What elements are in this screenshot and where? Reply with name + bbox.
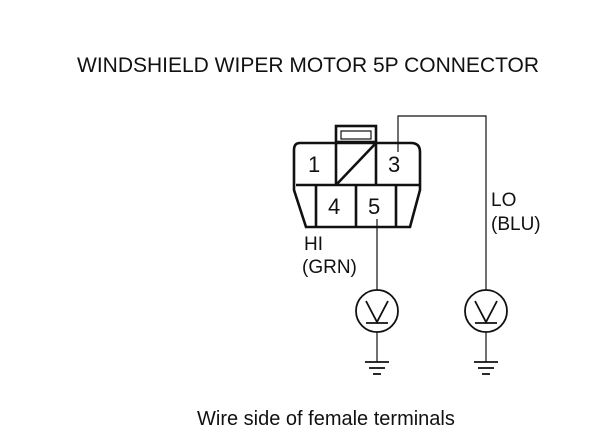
- hi-wire-color: (GRN): [302, 257, 357, 278]
- ground-icon: [474, 361, 498, 375]
- blank-cavity-mark: [335, 142, 377, 186]
- ground-icon: [365, 361, 389, 375]
- voltmeter-icon: [355, 289, 399, 333]
- connector-5p: 1 3 4 5: [292, 124, 422, 229]
- hi-wire-name: HI: [304, 234, 323, 255]
- pin-1-label: 1: [308, 152, 320, 177]
- connector-body: [292, 141, 422, 229]
- pin-5-label: 5: [368, 194, 380, 219]
- connector-lock-tab-inner: [340, 130, 372, 140]
- pin-4-label: 4: [328, 194, 340, 219]
- diagram-caption: Wire side of female terminals: [197, 408, 455, 430]
- connector-lock-tab: [334, 124, 378, 144]
- diagram-title: WINDSHIELD WIPER MOTOR 5P CONNECTOR: [77, 54, 539, 77]
- lo-wire: [397, 115, 487, 290]
- pin-3-label: 3: [388, 152, 400, 177]
- lo-wire-color: (BLU): [491, 214, 541, 235]
- voltmeter-icon: [464, 289, 508, 333]
- lo-wire-name: LO: [491, 190, 516, 211]
